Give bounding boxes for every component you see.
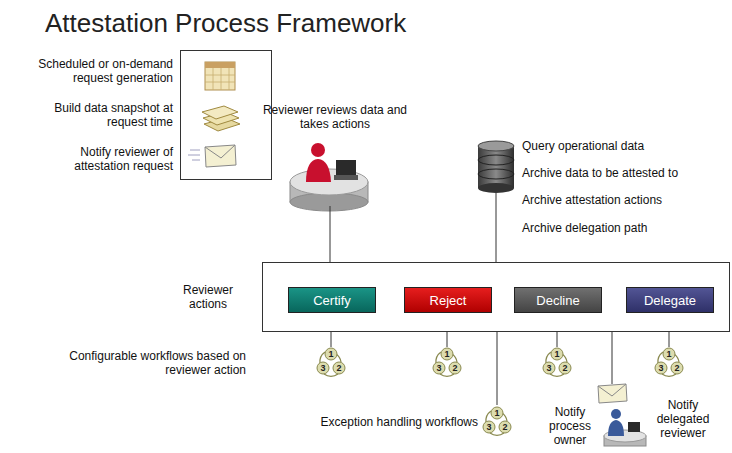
request-group-box: Scheduled or on-demand request generatio…	[180, 50, 272, 180]
notify-note: Notify process owner	[542, 405, 598, 447]
reviewer-caption: Reviewer reviews data and takes actions	[258, 103, 412, 131]
repository-note: Archive delegation path	[522, 221, 722, 235]
action-button: Certify	[288, 287, 376, 313]
workflow-step-number: 3	[543, 362, 555, 374]
button-label: Delegate	[644, 293, 696, 308]
panel-label: Reviewer actions	[167, 283, 249, 311]
workflow-step-number: 2	[449, 362, 461, 374]
workflow-note: Configurable workflows based on reviewer…	[66, 349, 246, 377]
workflow-step-number: 2	[671, 362, 683, 374]
repository-note: Query operational data	[522, 139, 722, 153]
step-label: Scheduled or on-demand request generatio…	[21, 57, 173, 85]
action-button: Reject	[404, 287, 492, 313]
button-label: Certify	[313, 293, 351, 308]
workflow-step-number: 2	[499, 421, 511, 433]
workflow-step-number: 3	[433, 362, 445, 374]
actions-panel: Reviewer actionsCertifyRejectDeclineDele…	[262, 262, 730, 332]
button-label: Decline	[536, 293, 579, 308]
workflow-step-number: 1	[325, 348, 337, 360]
workflow-step-number: 1	[551, 348, 563, 360]
workflow-step-number: 2	[333, 362, 345, 374]
workflow-step-number: 3	[655, 362, 667, 374]
workflow-step-number: 1	[663, 348, 675, 360]
notify-note: Notify delegated reviewer	[650, 398, 716, 440]
action-button: Delegate	[626, 287, 714, 313]
step-label: Build data snapshot at request time	[53, 101, 173, 129]
workflow-step-number: 3	[483, 421, 495, 433]
workflow-step-number: 1	[491, 407, 503, 419]
workflow-step-number: 2	[559, 362, 571, 374]
repository-note: Archive attestation actions	[522, 193, 722, 207]
workflow-step-number: 1	[441, 348, 453, 360]
button-label: Reject	[430, 293, 467, 308]
diagram-title: Attestation Process Framework	[45, 8, 406, 38]
repository-note: Archive data to be attested to	[522, 166, 722, 180]
action-button: Decline	[514, 287, 602, 313]
workflow-note: Exception handling workflows	[170, 415, 478, 429]
workflow-step-number: 3	[317, 362, 329, 374]
step-label: Notify reviewer of attestation request	[53, 145, 173, 173]
